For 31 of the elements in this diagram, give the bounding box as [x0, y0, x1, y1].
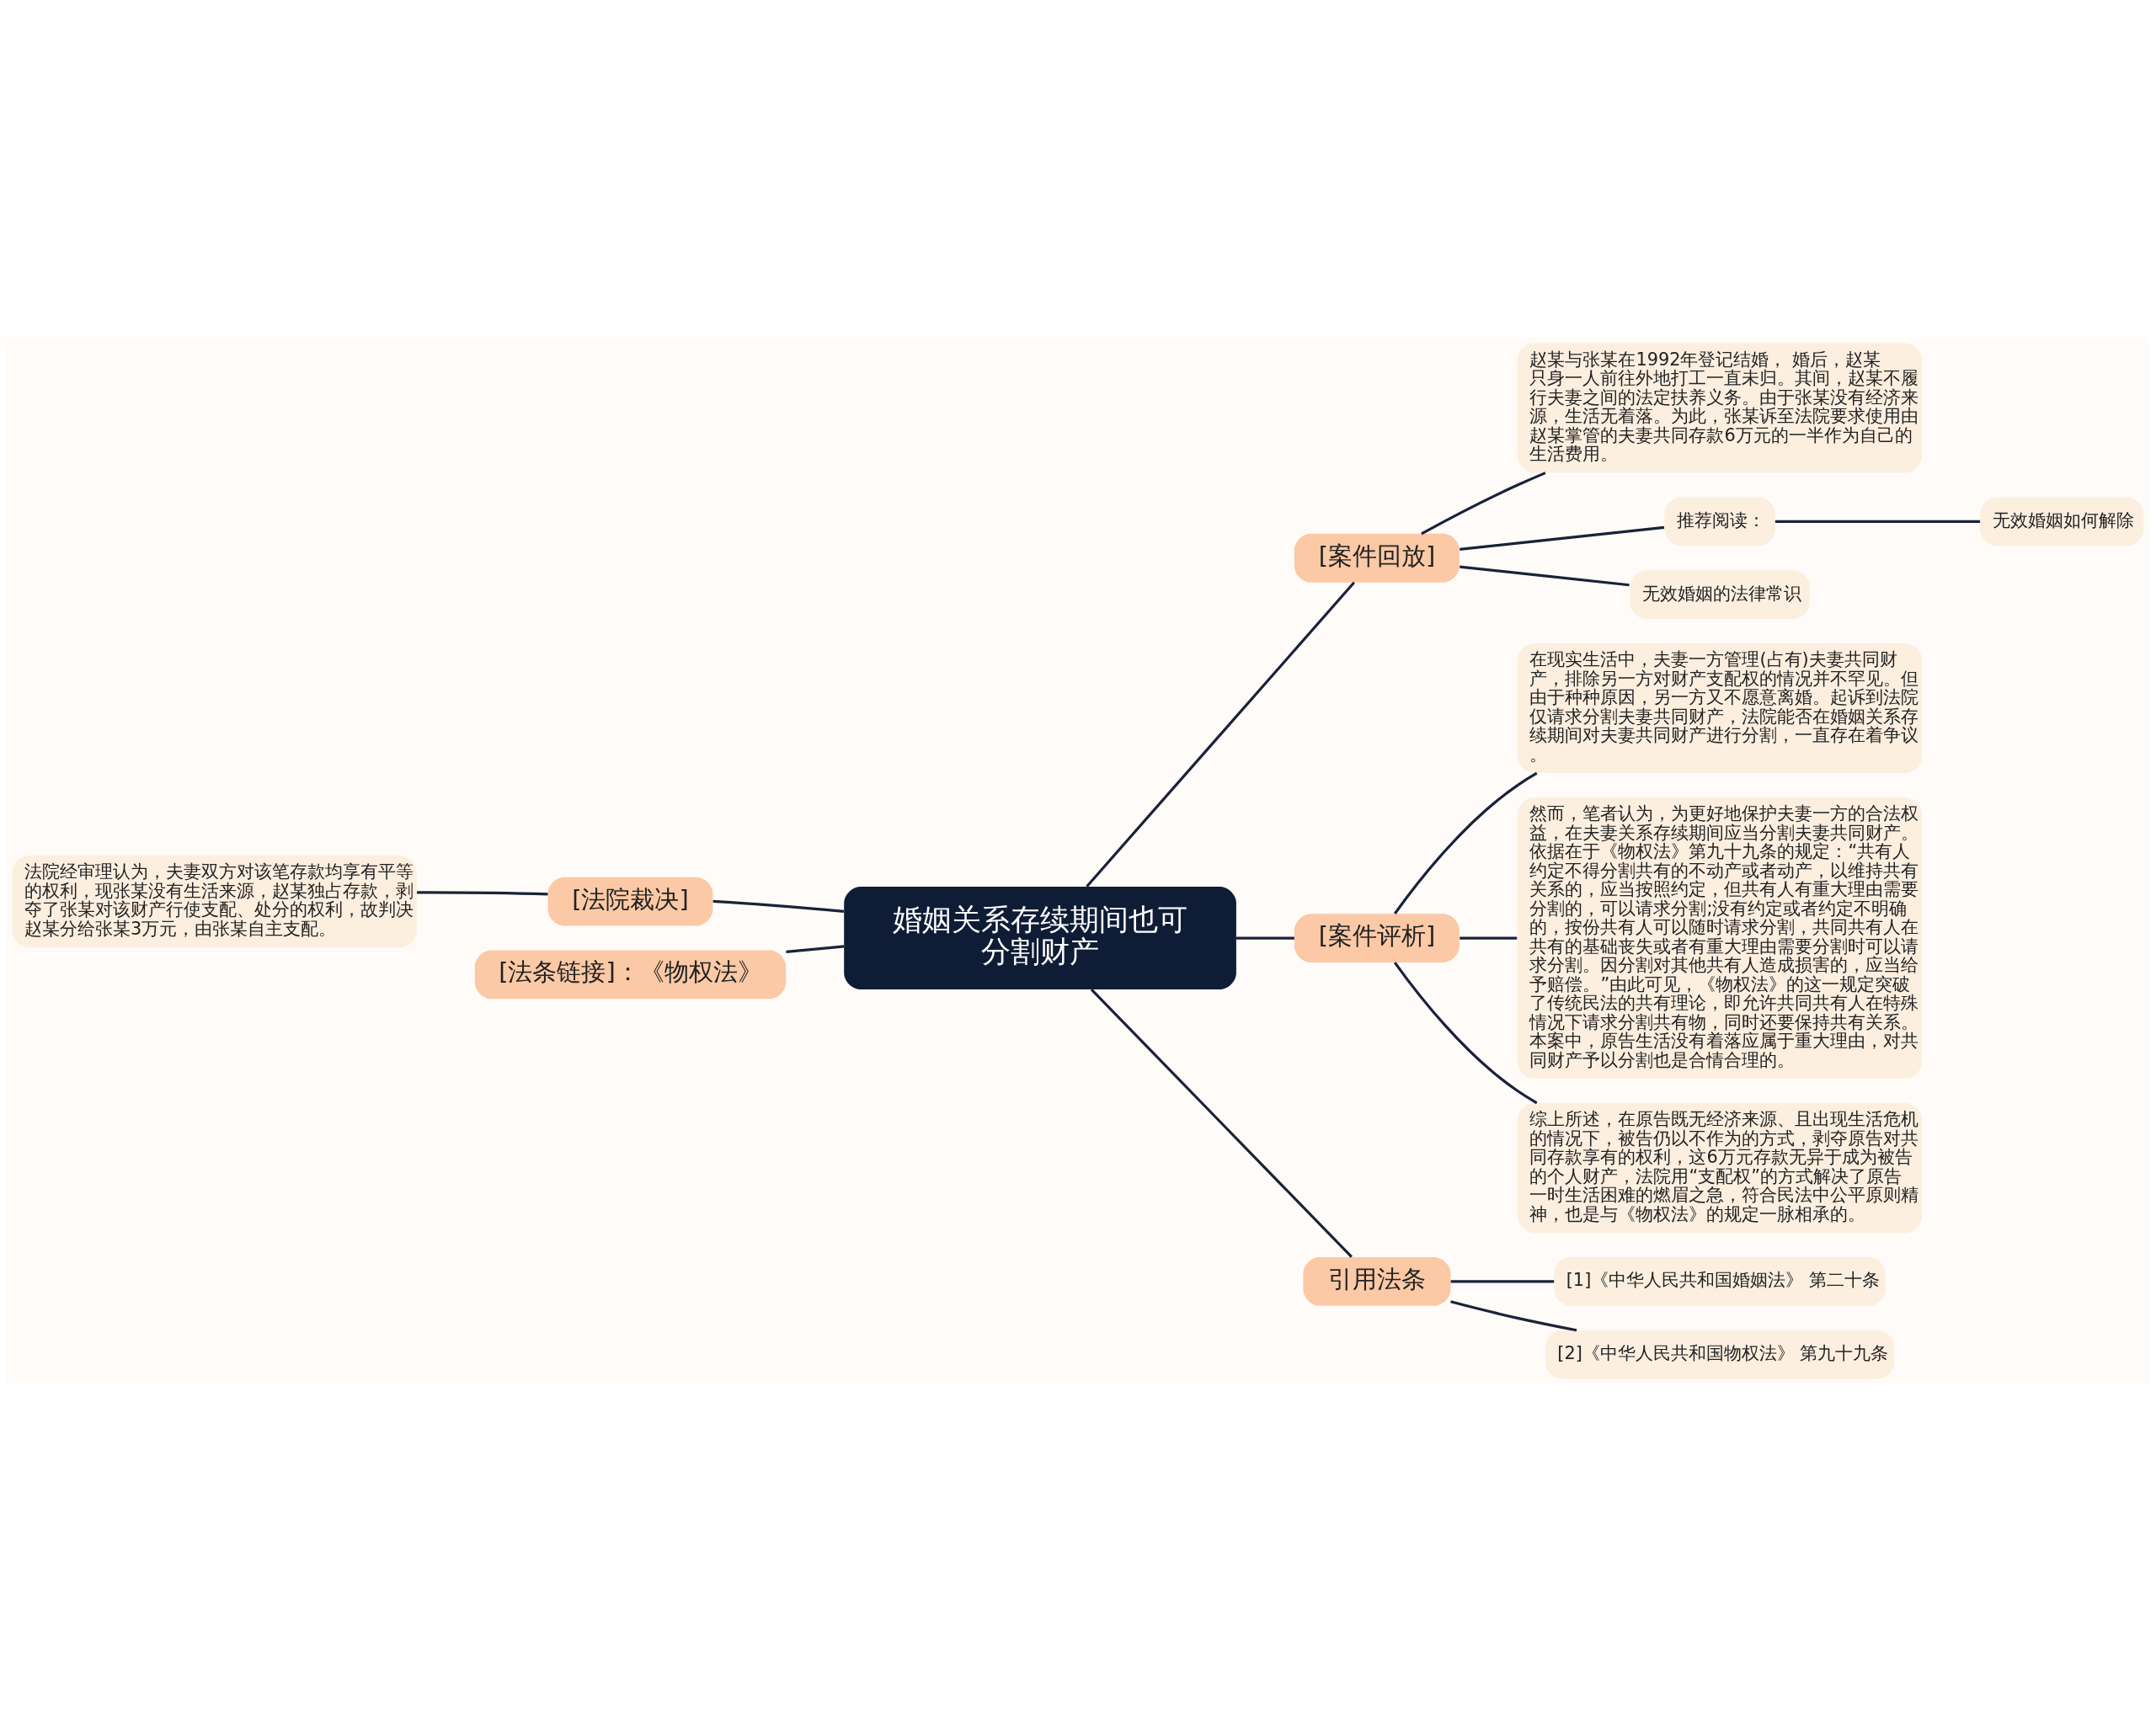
node-box: 法院经审理认为，夫妻双方对该笔存款均享有平等的权利，现张某没有生活来源，赵某独占存款，剥夺了张某对该财产行使支配、处分的权利，故判决赵某分给张某3万元，由张某自主支配。 [12, 856, 417, 948]
connector [1086, 581, 1355, 888]
connector [1090, 989, 1353, 1258]
connector [417, 891, 548, 896]
connector [1460, 936, 1518, 940]
connector [1774, 520, 1981, 523]
node-box: 然而，笔者认为，为更好地保护夫妻一方的合法权益，在夫妻关系存续期间应当分割夫妻共同财产。依据在于《物权法》第九十九条的规定：“共有人约定不得分割共有的不动产或者动产，以维持共有关系的，应当按照约定，但共有人有重大理由需要分割的，可以请求分割;没有约定或者约定不明确的，按份共有人可以随时请求分割，共同共有人在共有的基础丧失或者有重大理由需要分割时可以请求分割。因分割对其他共有人造成损害的，应当给予赔偿。”由此可见，《物权法》的这一规定突破了传统民法的共有理论，即允许共同共有人在特殊情况下请求分割共有物，同时还要保持共有关系。本案中，原告生活没有着落应属于重大理由，对共同财产予以分割也是合情合理的。 [1517, 797, 1923, 1080]
node-box: 无效婚姻如何解除 [1980, 497, 2144, 546]
node-box: 推荐阅读： [1664, 497, 1775, 546]
connector [712, 899, 845, 914]
connector [1450, 1300, 1577, 1332]
node-box: [案件回放] [1294, 533, 1460, 583]
node-box: 赵某与张某在1992年登记结婚， 婚后，赵某只身一人前往外地打工一直未归。其间，赵某不履行夫妻之间的法定扶养义务。由于张某没有经济来源，生活无着落。为此，张某诉至法院要求使用由赵某掌管的夫妻共同存款6万元的一半作为自己的生活费用。 [1517, 343, 1923, 473]
connector [1421, 472, 1546, 536]
node-box: [2]《中华人民共和国物权法》 第九十九条 [1545, 1330, 1895, 1379]
node-box: 婚姻关系存续期间也可分割财产 [844, 887, 1236, 990]
node-box: [法院裁决] [547, 877, 713, 926]
connector [1460, 565, 1630, 587]
node-box: [1]《中华人民共和国婚姻法》 第二十条 [1554, 1257, 1886, 1306]
node-box: 综上所述，在原告既无经济来源、且出现生活危机的情况下，被告仍以不作为的方式，剥夺原告对共同存款享有的权利，这6万元存款无异于成为被告的个人财产，法院用“支配权”的方式解决了原告一时生活困难的燃眉之急，符合民法中公平原则精神，也是与《物权法》的规定一脉相承的。 [1517, 1102, 1923, 1234]
node-box: 在现实生活中，夫妻一方管理(占有)夫妻共同财产，排除另一方对财产支配权的情况并不罕见。但由于种种原因，另一方又不愿意离婚。起诉到法院仅请求分割夫妻共同财产，法院能否在婚姻关系存续期间对夫妻共同财产进行分割，一直存在着争议。 [1517, 642, 1923, 774]
connector [1450, 1280, 1555, 1283]
connector [1235, 936, 1294, 940]
node-box: 无效婚姻的法律常识 [1630, 570, 1810, 620]
node-box: [法条链接]：《物权法》 [474, 950, 787, 1000]
connector [1393, 962, 1538, 1105]
connector [786, 945, 845, 953]
connector [1460, 525, 1665, 551]
node-box: [案件评析] [1294, 914, 1460, 962]
node-box: 引用法条 [1303, 1257, 1451, 1306]
connector [1393, 771, 1538, 914]
